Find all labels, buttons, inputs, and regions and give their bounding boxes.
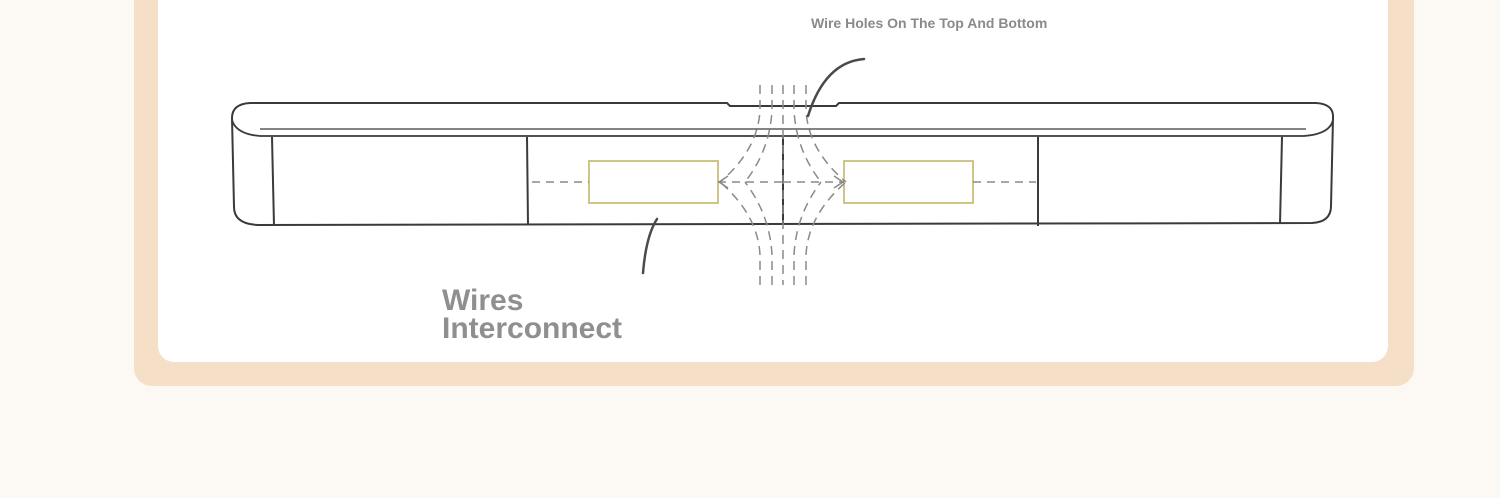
arrow-left (717, 175, 729, 189)
bar-lid-line (231, 119, 1334, 137)
wire-holes-label: Wire Holes On The Top And Bottom (811, 15, 1048, 31)
callout-line-top (806, 57, 866, 118)
module-left (588, 160, 719, 204)
wires-interconnect-label: Wires Interconnect (442, 284, 623, 345)
divider-5 (1279, 136, 1283, 225)
wires-label-line2: Interconnect (442, 312, 623, 345)
wire-crossing (719, 85, 847, 285)
divider-1 (271, 136, 275, 227)
wires-label-line1: Wires (442, 284, 524, 317)
divider-2 (526, 136, 529, 226)
arrow-right (833, 175, 845, 189)
bar-outline (230, 102, 1335, 227)
module-right (843, 160, 974, 204)
callout-line-bottom (641, 217, 659, 275)
diagram-card (158, 0, 1388, 362)
